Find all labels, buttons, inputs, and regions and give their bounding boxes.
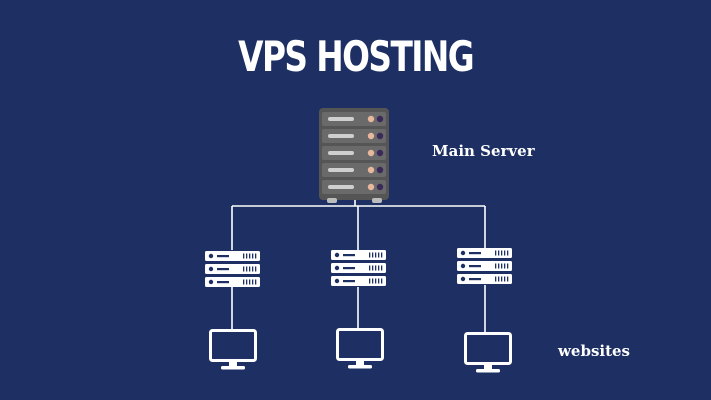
vps-server-icon xyxy=(331,250,386,286)
main-server-icon xyxy=(319,108,389,203)
vps-server-unit xyxy=(331,263,386,273)
main-server-unit xyxy=(322,163,386,177)
monitor-icon xyxy=(336,328,384,369)
vps-server-unit xyxy=(205,251,260,261)
vps-server-unit xyxy=(205,264,260,274)
main-server-foot-left xyxy=(327,198,337,203)
vps-server-unit xyxy=(331,250,386,260)
main-server-label: Main Server xyxy=(432,142,535,160)
vps-server-unit xyxy=(457,248,512,258)
vps-server-unit xyxy=(457,261,512,271)
monitor-icon xyxy=(464,332,512,373)
vps-server-icon xyxy=(205,251,260,287)
main-server-unit xyxy=(322,112,386,126)
page-title: VPS HOSTING xyxy=(238,32,474,81)
monitor-icon xyxy=(209,329,257,370)
main-server-unit xyxy=(322,129,386,143)
main-server-unit xyxy=(322,146,386,160)
vps-server-unit xyxy=(205,277,260,287)
main-server-foot-right xyxy=(372,198,382,203)
connection-lines xyxy=(231,200,486,333)
vps-server-icon xyxy=(457,248,512,284)
vps-server-unit xyxy=(331,276,386,286)
main-server-unit xyxy=(322,180,386,194)
vps-server-unit xyxy=(457,274,512,284)
websites-label: websites xyxy=(558,342,631,360)
